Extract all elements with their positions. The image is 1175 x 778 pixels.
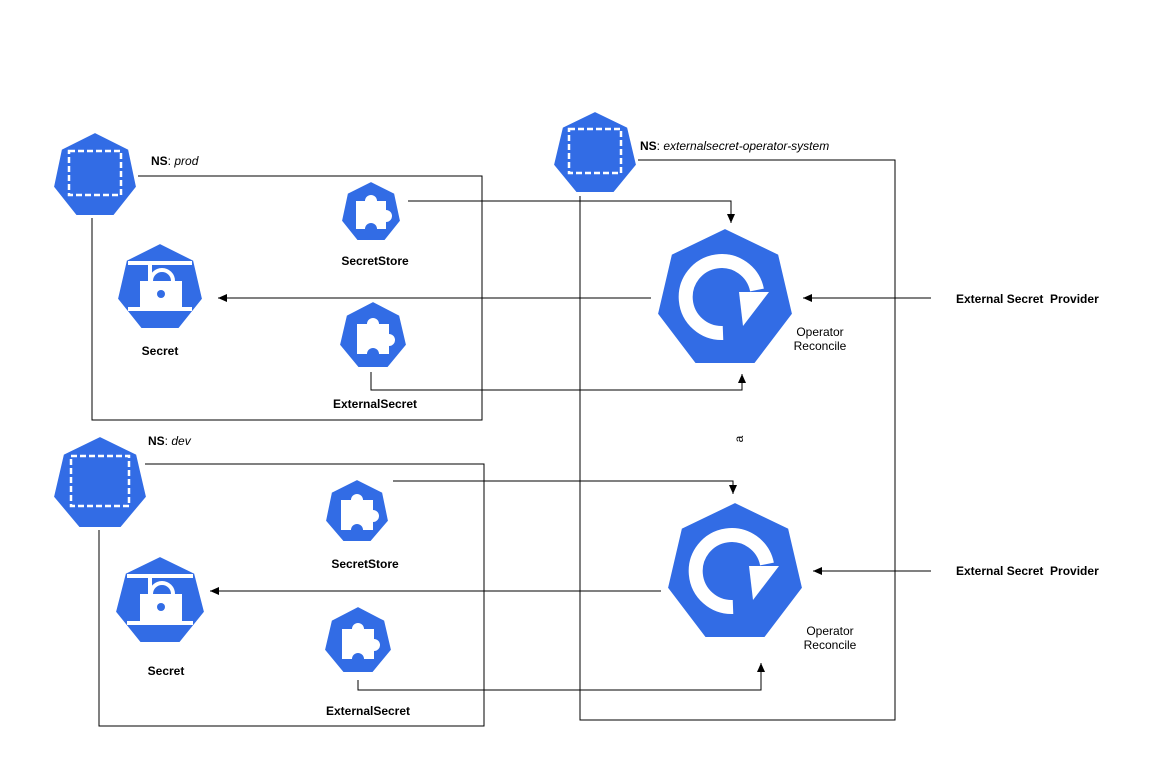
stray-text: a	[732, 435, 746, 442]
prod-externalsecret-label: ExternalSecret	[333, 397, 417, 411]
puzzle-icon	[323, 477, 391, 543]
operator-namespace-boundary	[579, 159, 896, 721]
prod-namespace-boundary	[91, 175, 483, 421]
puzzle-icon	[322, 604, 394, 674]
namespace-icon	[551, 109, 639, 194]
operator-label-line2: Reconcile	[794, 339, 847, 353]
ns-operator-label: NS: externalsecret-operator-system	[640, 139, 829, 153]
puzzle-icon	[339, 179, 403, 242]
lock-icon	[113, 554, 207, 644]
namespace-icon	[51, 434, 149, 529]
prod-secret-label: Secret	[142, 344, 179, 358]
operator-label-line1: Operator	[806, 624, 853, 638]
dev-namespace-boundary	[98, 463, 485, 727]
ns-prod-label: NS: prod	[151, 154, 199, 168]
dev-secret-label: Secret	[148, 664, 185, 678]
prod-secretstore-to-operator-arrow	[408, 200, 735, 223]
operator-label-line2: Reconcile	[804, 638, 857, 652]
dev-secretstore-to-operator-arrow	[393, 480, 737, 494]
namespace-icon	[51, 130, 139, 217]
external-secret-provider-label: External Secret Provider	[956, 564, 1099, 578]
external-secret-provider-label: External Secret Provider	[956, 292, 1099, 306]
ns-dev-label: NS: dev	[148, 434, 192, 448]
lock-icon	[115, 241, 205, 330]
reconcile-icon	[655, 226, 795, 365]
prod-externalsecret-to-operator-arrow	[370, 372, 746, 391]
prod-secretstore-label: SecretStore	[341, 254, 409, 268]
reconcile-icon	[665, 500, 805, 639]
operator-label-line1: Operator	[796, 325, 843, 339]
dev-secretstore-label: SecretStore	[331, 557, 399, 571]
puzzle-icon	[337, 299, 409, 369]
dev-externalsecret-label: ExternalSecret	[326, 704, 410, 718]
dev-externalsecret-to-operator-arrow	[357, 663, 765, 691]
